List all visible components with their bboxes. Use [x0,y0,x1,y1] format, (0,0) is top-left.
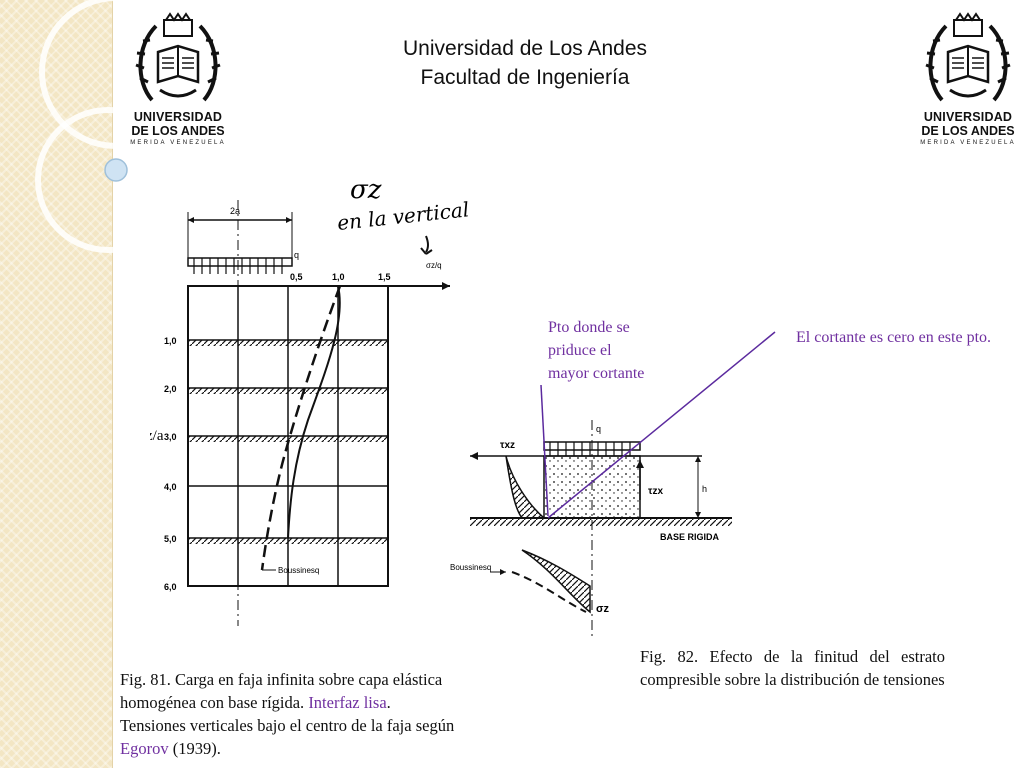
boussinesq-label-fig82: Boussinesq [450,563,491,572]
note-zero-shear-text: El cortante es cero en este pto. [796,329,992,346]
caption-fig81-egorov: Egorov [120,739,169,758]
caption-fig81-part3: . Tensiones verticales bajo el centro de… [120,693,455,735]
caption-fig82-text: Fig. 82. Efecto de la finitud del estrat… [640,647,945,689]
dim-label-2a: 2a [230,206,240,216]
caption-fig81: Fig. 81. Carga en faja infinita sobre ca… [120,668,456,760]
university-seal-icon [135,12,221,102]
caption-fig82: Fig. 82. Efecto de la finitud del estrat… [640,645,945,691]
university-logo-right: UNIVERSIDAD DE LOS ANDES MERIDA VENEZUEL… [920,12,1016,152]
logo-text-line2: DE LOS ANDES [131,124,225,138]
z-over-a-label: z/a [150,428,164,444]
title-university: Universidad de Los Andes [403,37,647,60]
y-tick-2-0: 2,0 [164,384,177,394]
logo-text-line1: UNIVERSIDAD [923,110,1013,124]
note-max-shear: Pto donde se priduce el mayor cortante [548,316,688,385]
page-title: Universidad de Los Andes Facultad de Ing… [280,34,770,92]
pointer-max-shear [540,384,549,517]
handwritten-sigma-z: σz [350,175,382,205]
y-tick-4-0: 4,0 [164,482,177,492]
y-tick-5-0: 5,0 [164,534,177,544]
note-max-shear-line3: mayor cortante [548,365,645,382]
x-tick-1-0: 1,0 [332,272,345,282]
logo-text-line1: UNIVERSIDAD [133,110,223,124]
axis-label-sigma-q: σz/q [426,261,442,270]
university-logo-left: UNIVERSIDAD DE LOS ANDES MERIDA VENEZUEL… [130,12,226,152]
logo-text-line3: MERIDA VENEZUELA [130,140,226,146]
y-tick-6-0: 6,0 [164,582,177,592]
note-max-shear-line2: priduce el [548,342,612,359]
load-label-q: q [294,250,299,260]
tau-xz-label: τxz [500,440,515,451]
base-rigida-label: BASE RIGIDA [660,532,720,542]
logo-text-line2: DE LOS ANDES [921,124,1015,138]
x-tick-1-5: 1,5 [378,272,391,282]
x-tick-0-5: 0,5 [290,272,303,282]
sigma-z-label: σz [596,603,610,615]
figure-81-diagram: 2a q 0,5 1,0 1,5 σz/q σz en la vertical [150,175,470,626]
university-seal-icon [925,12,1011,102]
tau-zx-label: τzx [648,486,663,497]
y-tick-3-0: 3,0 [164,432,177,442]
note-max-shear-line1: Pto donde se [548,319,630,336]
h-label: h [702,484,707,494]
pointer-zero-shear [547,331,776,519]
boussinesq-label-fig81: Boussinesq [278,566,319,575]
title-faculty: Facultad de Ingeniería [420,66,630,89]
note-zero-shear: El cortante es cero en este pto. [796,326,1016,349]
caption-fig81-interfaz-lisa: Interfaz lisa [308,693,387,712]
logo-text-line3: MERIDA VENEZUELA [920,140,1016,146]
caption-fig81-part1: Fig. 81. Carga en faja infinita sobre ca… [120,670,443,712]
caption-fig81-part5: (1939). [168,739,221,758]
y-tick-1-0: 1,0 [164,336,177,346]
load-label-q-fig82: q [596,424,601,434]
